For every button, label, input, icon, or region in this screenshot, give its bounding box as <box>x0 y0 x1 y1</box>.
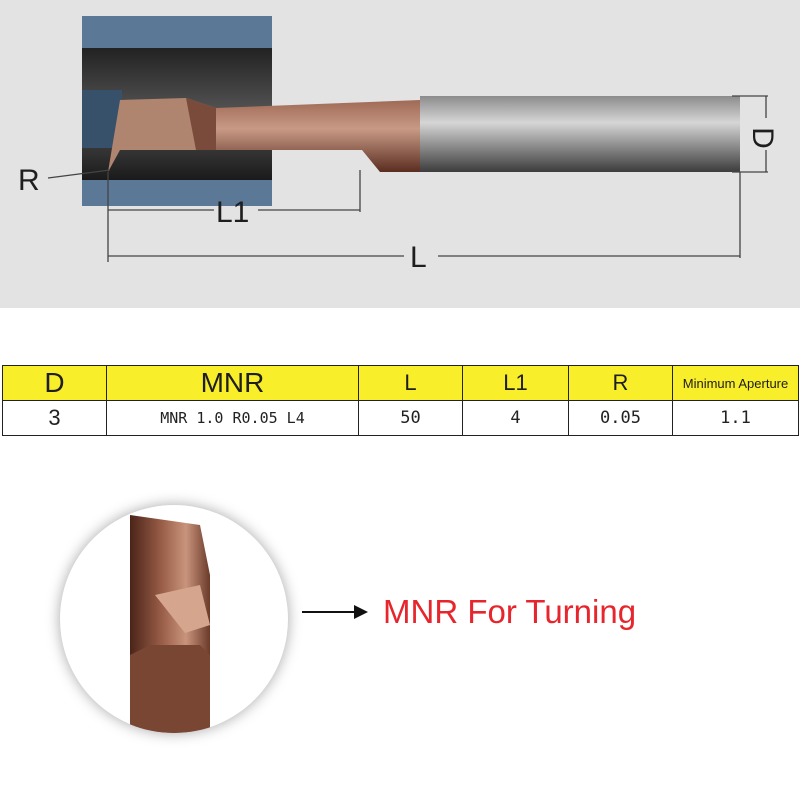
caption-text: MNR For Turning <box>383 593 637 630</box>
header-r: R <box>568 365 673 401</box>
cell-d: 3 <box>2 400 107 436</box>
header-min-aperture: Minimum Aperture <box>672 365 799 401</box>
cell-min-aperture: 1.1 <box>672 400 799 436</box>
radius-label: R <box>18 164 40 197</box>
header-l1: L1 <box>462 365 569 401</box>
header-mnr: MNR <box>106 365 359 401</box>
diameter-label: D <box>746 127 779 149</box>
table-row: 3 MNR 1.0 R0.05 L4 50 4 0.05 1.1 <box>2 400 799 436</box>
tool-dimension-diagram: R L1 L D <box>0 0 800 308</box>
header-d: D <box>2 365 107 401</box>
tool-tip <box>108 98 216 172</box>
cell-r: 0.05 <box>568 400 673 436</box>
cell-model: MNR 1.0 R0.05 L4 <box>106 400 359 436</box>
header-l: L <box>358 365 463 401</box>
table-header-row: D MNR L L1 R Minimum Aperture <box>2 365 799 401</box>
tool-closeup-photo <box>60 505 288 733</box>
cell-l1: 4 <box>462 400 569 436</box>
length-label: L <box>410 241 427 274</box>
l1-label: L1 <box>216 196 250 229</box>
cell-l: 50 <box>358 400 463 436</box>
tool-shank <box>420 96 740 172</box>
tool-drawing <box>47 16 768 262</box>
tool-neck <box>216 100 420 172</box>
right-arrow-icon <box>302 605 368 619</box>
spec-table: D MNR L L1 R Minimum Aperture 3 MNR 1.0 … <box>2 365 799 436</box>
